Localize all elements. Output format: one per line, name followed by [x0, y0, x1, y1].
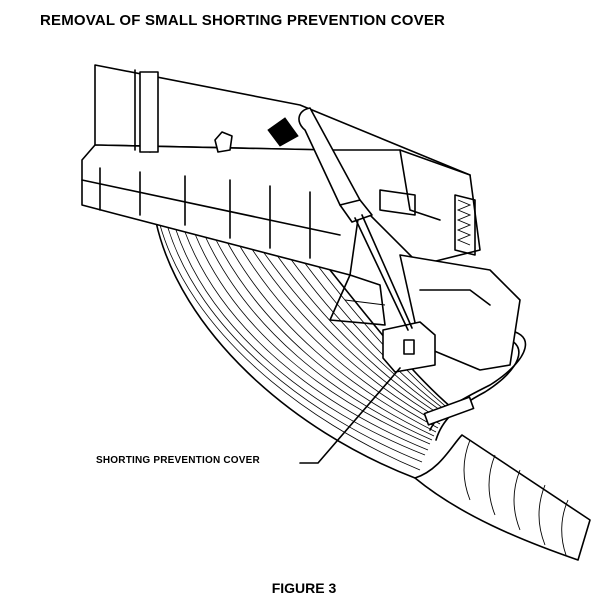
page-title: REMOVAL OF SMALL SHORTING PREVENTION COV…	[40, 12, 446, 29]
callout-label: SHORTING PREVENTION COVER	[96, 455, 260, 466]
side-wires	[423, 329, 527, 441]
connector-body	[81, 64, 481, 276]
shorting-prevention-cover	[382, 321, 436, 373]
conduit	[414, 434, 591, 561]
direction-arrow-icon	[267, 117, 299, 147]
screwdriver-icon	[298, 107, 413, 331]
figure-caption: FIGURE 3	[271, 580, 337, 596]
callout-leader	[299, 367, 401, 464]
